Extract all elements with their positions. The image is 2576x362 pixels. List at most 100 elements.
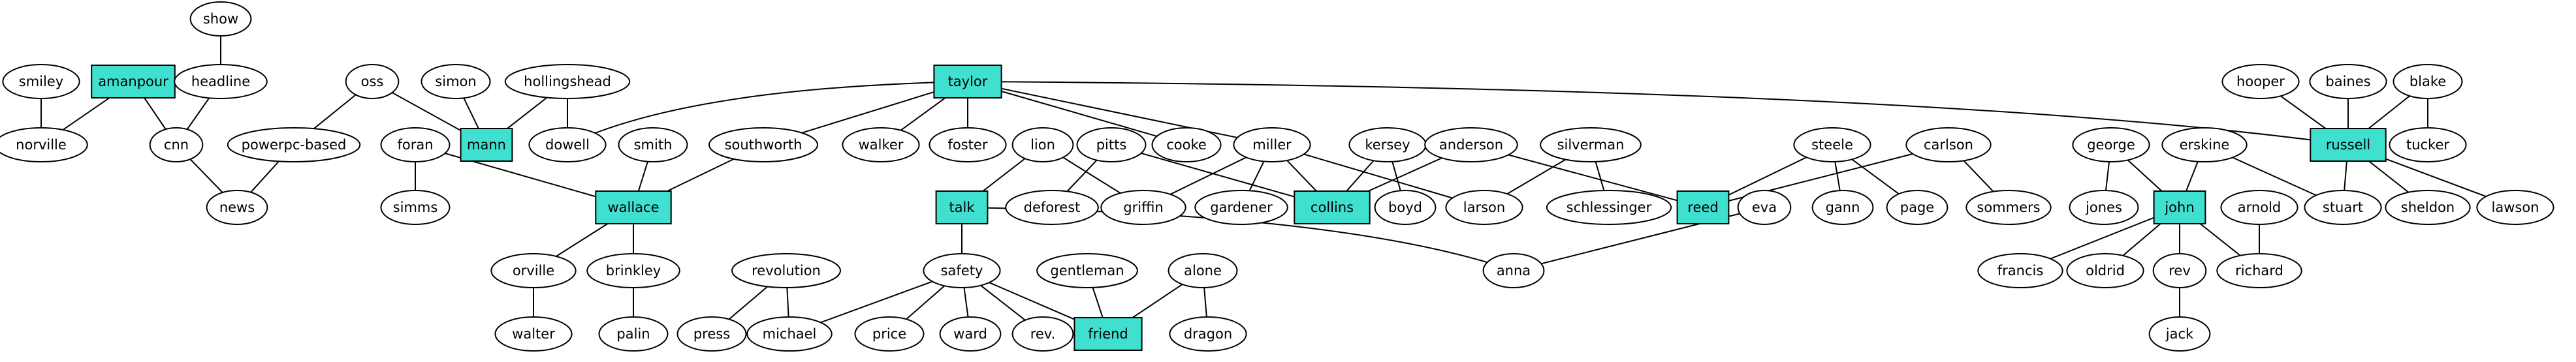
node-ellipse-shape	[2069, 190, 2139, 225]
node-ellipse-shape	[1811, 190, 1874, 225]
node-label: cnn	[164, 137, 189, 153]
node-headline: headline	[174, 64, 268, 99]
node-ellipse-shape	[2385, 190, 2471, 225]
node-gann: gann	[1811, 190, 1874, 225]
node-label: revolution	[752, 263, 821, 279]
node-label: deforest	[1024, 200, 1081, 215]
node-box-shape	[595, 190, 672, 224]
node-box-shape	[91, 65, 176, 98]
node-ellipse-shape	[842, 127, 920, 162]
node-ellipse-shape	[174, 64, 268, 99]
node-ellipse-shape	[2072, 127, 2150, 162]
node-baines: baines	[2309, 64, 2387, 99]
node-ellipse-shape	[1445, 190, 1523, 225]
node-label: anderson	[1439, 137, 1503, 153]
node-label: foster	[948, 137, 988, 153]
node-ellipse-shape	[0, 127, 88, 162]
node-walter: walter	[494, 316, 573, 352]
node-label: brinkley	[606, 263, 661, 279]
node-ellipse-shape	[1005, 190, 1099, 225]
node-label: baines	[2325, 74, 2370, 89]
node-hollingshead: hollingshead	[504, 64, 631, 99]
node-anderson: anderson	[1424, 127, 1518, 162]
node-label: kersey	[1365, 137, 1410, 153]
node-label: mann	[467, 137, 506, 153]
node-label: page	[1900, 200, 1934, 215]
edge-taylor-cooke	[967, 81, 1187, 145]
node-jones: jones	[2069, 190, 2139, 225]
node-cnn: cnn	[149, 127, 204, 162]
node-label: smiley	[19, 74, 63, 89]
node-kersey: kersey	[1348, 127, 1427, 162]
node-label: ward	[953, 326, 987, 342]
node-amanpour: amanpour	[91, 65, 176, 98]
node-label: walter	[512, 326, 555, 342]
node-box-shape	[1676, 190, 1730, 224]
node-ellipse-shape	[1374, 190, 1437, 225]
node-ellipse-shape	[528, 127, 607, 162]
node-show: show	[189, 1, 252, 37]
node-label: blake	[2409, 74, 2446, 89]
node-norville: norville	[0, 127, 88, 162]
node-box-shape	[2310, 128, 2387, 162]
node-russell: russell	[2310, 128, 2387, 162]
node-label: simon	[435, 74, 476, 89]
node-ellipse-shape	[189, 1, 252, 37]
node-silverman: silverman	[1540, 127, 1642, 162]
node-label: russell	[2326, 137, 2370, 153]
node-ellipse-shape	[2, 64, 80, 99]
node-blake: blake	[2393, 64, 2463, 99]
node-taylor: taylor	[933, 65, 1002, 98]
node-simms: simms	[380, 190, 451, 225]
node-revolution: revolution	[731, 253, 841, 288]
node-walker: walker	[842, 127, 920, 162]
node-richard: richard	[2216, 253, 2302, 288]
node-label: rev.	[1030, 326, 1056, 342]
node-foster: foster	[929, 127, 1007, 162]
node-box-shape	[933, 65, 1002, 98]
node-ellipse-shape	[1233, 127, 1311, 162]
node-palin: palin	[598, 316, 669, 352]
node-ellipse-shape	[1905, 127, 1992, 162]
node-label: powerpc-based	[242, 137, 347, 153]
edge-taylor-miller	[967, 81, 1273, 145]
node-ellipse-shape	[2152, 253, 2207, 288]
node-label: boyd	[1388, 200, 1422, 215]
node-ellipse-shape	[2393, 64, 2463, 99]
node-label: talk	[949, 200, 975, 215]
node-george: george	[2072, 127, 2150, 162]
node-ellipse-shape	[1151, 127, 1222, 162]
node-ellipse-shape	[1100, 190, 1186, 225]
node-label: schlessinger	[1566, 200, 1652, 215]
node-carlson: carlson	[1905, 127, 1992, 162]
node-safety: safety	[923, 253, 1001, 288]
node-label: michael	[763, 326, 817, 342]
node-label: smith	[634, 137, 673, 153]
node-ellipse-shape	[939, 316, 1002, 352]
node-ellipse-shape	[2066, 253, 2144, 288]
node-label: press	[693, 326, 730, 342]
node-ellipse-shape	[1482, 253, 1545, 288]
edge-miller-larson	[1271, 144, 1485, 208]
node-label: headline	[191, 74, 250, 89]
node-tucker: tucker	[2389, 127, 2467, 162]
node-ellipse-shape	[586, 253, 680, 288]
node-news: news	[206, 190, 268, 225]
node-label: southworth	[725, 137, 803, 153]
node-miller: miller	[1233, 127, 1311, 162]
node-label: news	[219, 200, 255, 215]
node-label: anna	[1497, 263, 1531, 279]
node-press: press	[676, 316, 747, 352]
node-ellipse-shape	[206, 190, 268, 225]
node-ellipse-shape	[746, 316, 833, 352]
node-ellipse-shape	[618, 127, 688, 162]
node-eva: eva	[1737, 190, 1792, 225]
node-ellipse-shape	[598, 316, 669, 352]
node-ellipse-shape	[1194, 190, 1288, 225]
node-ellipse-shape	[490, 253, 577, 288]
node-label: lion	[1030, 137, 1055, 153]
node-pitts: pitts	[1076, 127, 1147, 162]
node-alone: alone	[1168, 253, 1238, 288]
node-francis: francis	[1977, 253, 2063, 288]
